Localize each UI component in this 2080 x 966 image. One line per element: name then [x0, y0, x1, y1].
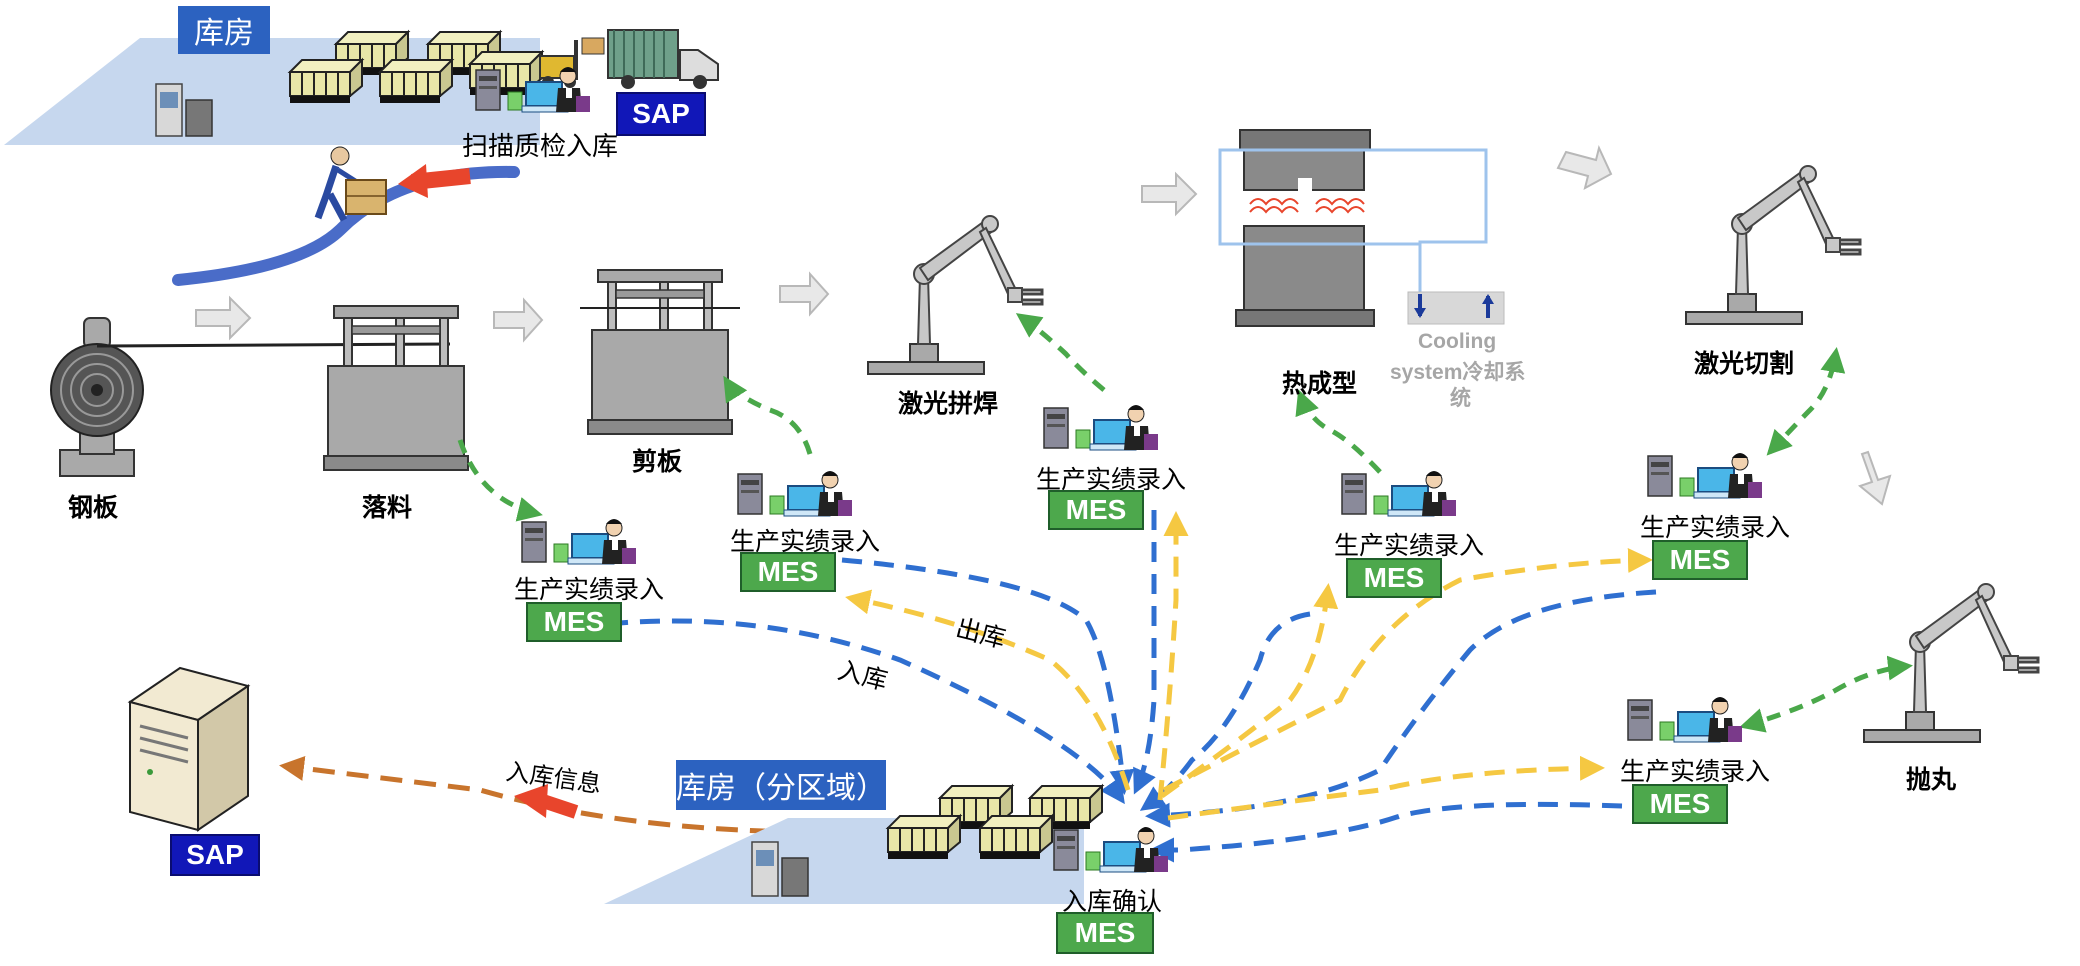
terminal-5-icon [1647, 452, 1763, 499]
terminal-2-icon [737, 470, 853, 517]
warehouse-bottom-rack-icon [751, 841, 809, 897]
laser-cutting-robot-icon [1684, 164, 1862, 326]
terminal-3-mes-badge: MES [1048, 490, 1144, 530]
terminal-4-mes-badge: MES [1346, 558, 1442, 598]
steel-plate-label: 钢板 [68, 494, 119, 522]
blanking-press-icon [323, 305, 469, 471]
warehouse-top-sap-badge: SAP [616, 92, 706, 136]
sap-server-icon [127, 666, 251, 832]
terminal-2-label: 生产实绩录入 [730, 528, 881, 556]
inbound-info-flow [279, 756, 807, 835]
confirm-terminal-icon [1053, 826, 1169, 873]
warehouse-top-title: 库房 [178, 6, 270, 54]
warehouse-rack-icon [155, 83, 213, 137]
shearing-press-icon [587, 269, 733, 435]
terminal-5-label: 生产实绩录入 [1640, 514, 1791, 542]
terminal-1-mes-badge: MES [526, 602, 622, 642]
terminal-3-label: 生产实绩录入 [1036, 466, 1187, 494]
shot-blasting-label: 抛丸 [1906, 766, 1957, 794]
server-sap-badge: SAP [170, 834, 260, 876]
terminal-1-label: 生产实绩录入 [514, 576, 665, 604]
shot-blasting-robot-icon [1862, 582, 2040, 744]
hot-forming-press-icon [1235, 129, 1375, 327]
scan-qc-inbound-label: 扫描质检入库 [462, 131, 619, 161]
terminal-5-mes-badge: MES [1652, 540, 1748, 580]
hot-forming-label: 热成型 [1282, 370, 1358, 398]
worker-pushing-cart-icon [314, 146, 387, 222]
steel-strip-line [96, 342, 451, 348]
red-arrow-inbound-info-head [514, 784, 548, 818]
process-flow-arrows [195, 145, 1892, 506]
terminal-3-icon [1043, 404, 1159, 451]
cooling-system-line2: system冷却系 [1390, 361, 1526, 384]
laser-cutting-label: 激光切割 [1694, 350, 1795, 378]
warehouse-bottom-floor [604, 818, 1084, 904]
truck-icon [607, 29, 719, 89]
inbound-confirm-label: 入库确认 [1062, 888, 1163, 916]
laser-welding-robot-icon [866, 214, 1044, 376]
data-entry-arrows [457, 313, 1913, 733]
cooling-system-line1: Cooling [1418, 330, 1497, 353]
warehouse-bottom-mes-badge: MES [1056, 912, 1154, 954]
steel-coil-icon [50, 317, 144, 477]
terminal-1-icon [521, 518, 637, 565]
terminal-4-label: 生产实绩录入 [1334, 532, 1485, 560]
shearing-label: 剪板 [632, 448, 683, 476]
cooling-system-line3: 统 [1450, 387, 1471, 410]
terminal-6-icon [1627, 696, 1743, 743]
terminal-6-label: 生产实绩录入 [1620, 758, 1771, 786]
warehouse-bottom-title: 库房（分区域） [676, 760, 886, 810]
laser-welding-label: 激光拼焊 [898, 390, 999, 418]
red-arrow-head [398, 164, 428, 198]
terminal-2-mes-badge: MES [740, 552, 836, 592]
cooling-pipes [1218, 148, 1505, 325]
outbound-flows [845, 511, 1653, 821]
terminal-6-mes-badge: MES [1632, 784, 1728, 824]
blanking-label: 落料 [362, 494, 413, 522]
terminal-4-icon [1341, 470, 1457, 517]
